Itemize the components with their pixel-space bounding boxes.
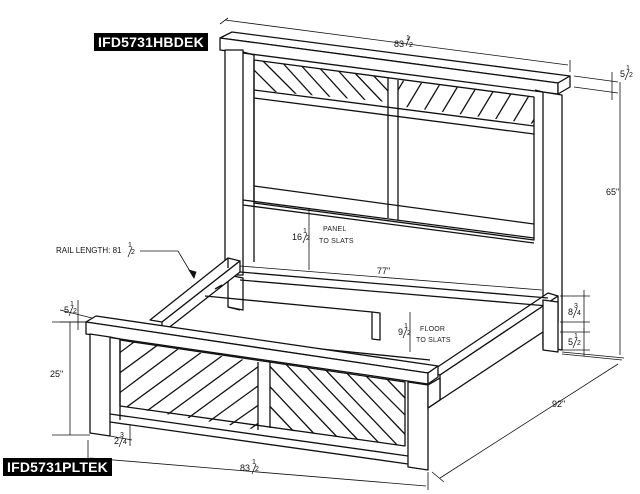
- dimension-lines: [52, 17, 625, 490]
- footboard-height-dimension: 25": [50, 369, 64, 379]
- headboard-panels: [242, 59, 535, 244]
- headboard-height-dimension: 65": [606, 187, 620, 197]
- headboard-model-label: IFD5731HBDEK: [94, 33, 208, 51]
- footboard-right-diagonals: [270, 362, 405, 446]
- headboard-left-post: [224, 49, 255, 276]
- headboard-top-cap: [219, 31, 571, 95]
- left-side-rail: [149, 257, 241, 334]
- inner-width-dimension: 77": [377, 266, 391, 276]
- floor-to-slats-label-line1: FLOOR: [420, 326, 446, 333]
- panel-to-slats-label-line1: PANEL: [323, 226, 347, 233]
- bed-length-dimension: 92": [552, 399, 566, 409]
- headboard-lower-legs: [227, 274, 244, 311]
- right-side-rail: [429, 292, 559, 401]
- floor-to-slats-label-line2: TO SLATS: [416, 337, 451, 344]
- panel-to-slats-label-line2: TO SLATS: [319, 238, 354, 245]
- headboard-right-leg: [542, 299, 559, 353]
- footboard-panels: [109, 339, 409, 465]
- footboard-right-post: [407, 381, 429, 471]
- footboard-top-cap: [85, 315, 439, 385]
- footboard-side-return: [427, 377, 441, 409]
- footboard-left-post: [89, 333, 121, 437]
- footboard-model-label: IFD5731PLTEK: [3, 458, 112, 476]
